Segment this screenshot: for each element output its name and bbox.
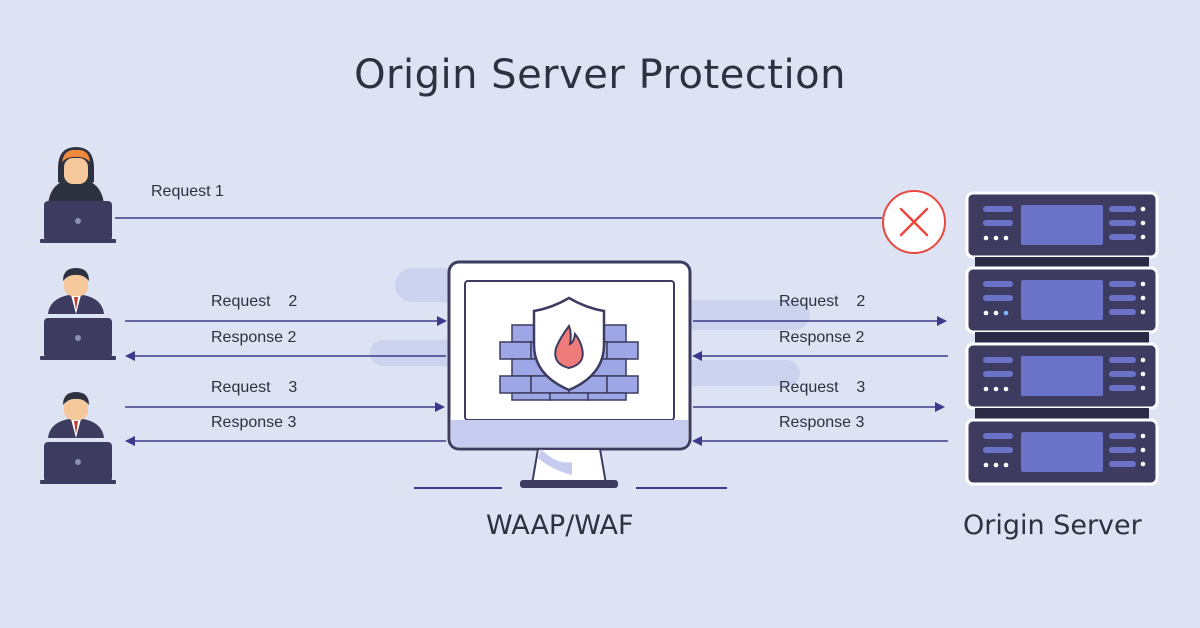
right-flow-label-3: Request 3: [779, 379, 866, 396]
right-arrows: [692, 316, 948, 446]
left-flow-label-3: Request 3: [211, 379, 298, 396]
right-flow-label-2: Response 2: [779, 329, 865, 346]
firewall-shield-fire-icon: [499, 296, 639, 401]
left-flow-label-2: Response 2: [211, 329, 297, 346]
waf-label: WAAP/WAF: [486, 510, 634, 541]
server-unit: [965, 418, 1159, 486]
left-flow-label-1: Request 2: [211, 293, 298, 310]
left-flow-label-4: Response 3: [211, 414, 297, 431]
server-rack-icon: [965, 191, 1159, 486]
page-title: Origin Server Protection: [354, 52, 846, 98]
origin-server-label: Origin Server: [963, 510, 1142, 541]
server-unit: [965, 342, 1159, 419]
server-unit: [965, 266, 1159, 343]
left-arrows: [125, 316, 447, 446]
request-1-label: Request 1: [151, 183, 224, 200]
hooded-attacker-icon: [40, 147, 116, 243]
user-laptop-icon-3: [40, 392, 116, 484]
right-flow-label-1: Request 2: [779, 293, 866, 310]
server-unit: [965, 191, 1159, 268]
blocked-x-icon: [882, 190, 946, 254]
right-flow-label-4: Response 3: [779, 414, 865, 431]
user-laptop-icon-2: [40, 268, 116, 360]
